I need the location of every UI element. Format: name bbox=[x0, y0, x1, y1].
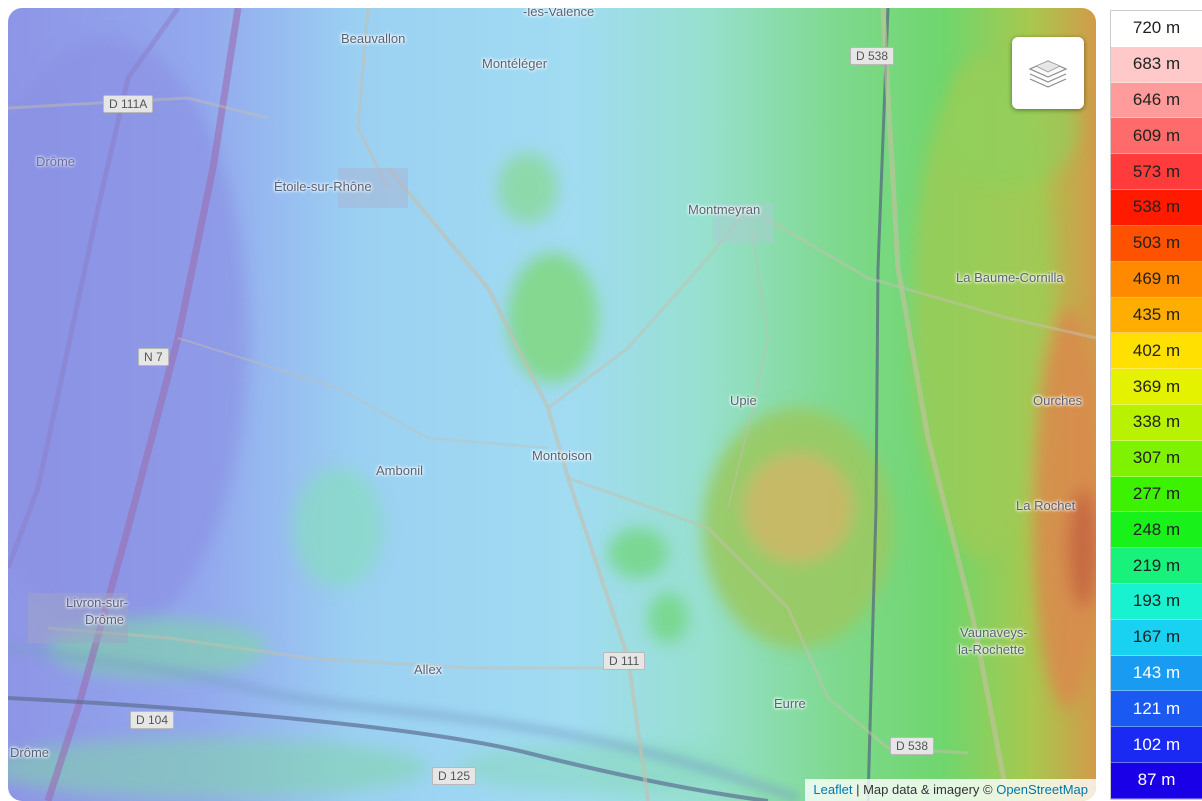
legend-item: 102 m bbox=[1111, 727, 1202, 764]
legend-item: 402 m bbox=[1111, 333, 1202, 370]
place-label: Ourches bbox=[1033, 393, 1083, 408]
place-label: Montoison bbox=[532, 448, 592, 463]
road-shield: D 125 bbox=[432, 767, 477, 785]
legend-item: 219 m bbox=[1111, 548, 1202, 584]
place-label: La Rochet bbox=[1016, 498, 1076, 513]
road-shield: D 538 bbox=[850, 47, 895, 65]
place-label: Montéléger bbox=[482, 56, 548, 71]
legend-item: 369 m bbox=[1111, 369, 1202, 405]
openstreetmap-link[interactable]: OpenStreetMap bbox=[996, 782, 1088, 797]
elevation-map[interactable]: -lès-Valence Beauvallon Montéléger Drôme… bbox=[8, 8, 1096, 801]
legend-item: 469 m bbox=[1111, 261, 1202, 298]
legend-item: 143 m bbox=[1111, 655, 1202, 692]
layers-icon bbox=[1028, 60, 1068, 88]
place-label: Drôme bbox=[36, 154, 76, 169]
place-label: La Baume-Cornilla bbox=[956, 270, 1064, 285]
place-label: Livron-sur- bbox=[66, 595, 129, 610]
place-label: Upie bbox=[730, 393, 757, 408]
legend-item: 307 m bbox=[1111, 440, 1202, 477]
legend-item: 277 m bbox=[1111, 476, 1202, 513]
place-label: Ambonil bbox=[376, 463, 423, 478]
place-label: Beauvallon bbox=[341, 31, 406, 46]
road-shield: D 111A bbox=[103, 95, 154, 113]
legend-item: 538 m bbox=[1111, 190, 1202, 226]
legend-item: 435 m bbox=[1111, 297, 1202, 334]
road-shield: D 538 bbox=[890, 737, 935, 755]
legend-item: 193 m bbox=[1111, 584, 1202, 620]
place-label: Vaunaveys- bbox=[960, 625, 1028, 640]
legend-item: 646 m bbox=[1111, 82, 1202, 119]
place-label: Montmeyran bbox=[688, 202, 761, 217]
road-shield: D 104 bbox=[130, 711, 175, 729]
attribution-text: | Map data & imagery © bbox=[852, 782, 997, 797]
legend-item: 720 m bbox=[1111, 11, 1202, 47]
legend-item: 683 m bbox=[1111, 46, 1202, 83]
legend-item: 609 m bbox=[1111, 118, 1202, 155]
place-label: Drôme bbox=[10, 745, 50, 760]
place-label: Allex bbox=[414, 662, 443, 677]
legend-item: 503 m bbox=[1111, 225, 1202, 262]
road-shield: D 111 bbox=[603, 652, 646, 670]
legend-item: 338 m bbox=[1111, 404, 1202, 441]
layers-button[interactable] bbox=[1012, 37, 1084, 109]
map-attribution: Leaflet | Map data & imagery © OpenStree… bbox=[805, 779, 1096, 801]
road-shield: N 7 bbox=[138, 348, 169, 366]
legend-item: 248 m bbox=[1111, 512, 1202, 549]
legend-item: 167 m bbox=[1111, 619, 1202, 656]
place-label: Étoile-sur-Rhône bbox=[274, 179, 372, 194]
place-label: la-Rochette bbox=[958, 642, 1025, 657]
place-label: Eurre bbox=[774, 696, 806, 711]
leaflet-link[interactable]: Leaflet bbox=[813, 782, 853, 797]
place-label: Drôme bbox=[85, 612, 125, 627]
legend-item: 573 m bbox=[1111, 154, 1202, 191]
legend-item: 121 m bbox=[1111, 691, 1202, 728]
place-label: -lès-Valence bbox=[523, 8, 595, 19]
legend-item: 87 m bbox=[1111, 763, 1202, 799]
terrain-overlay bbox=[8, 8, 1096, 801]
